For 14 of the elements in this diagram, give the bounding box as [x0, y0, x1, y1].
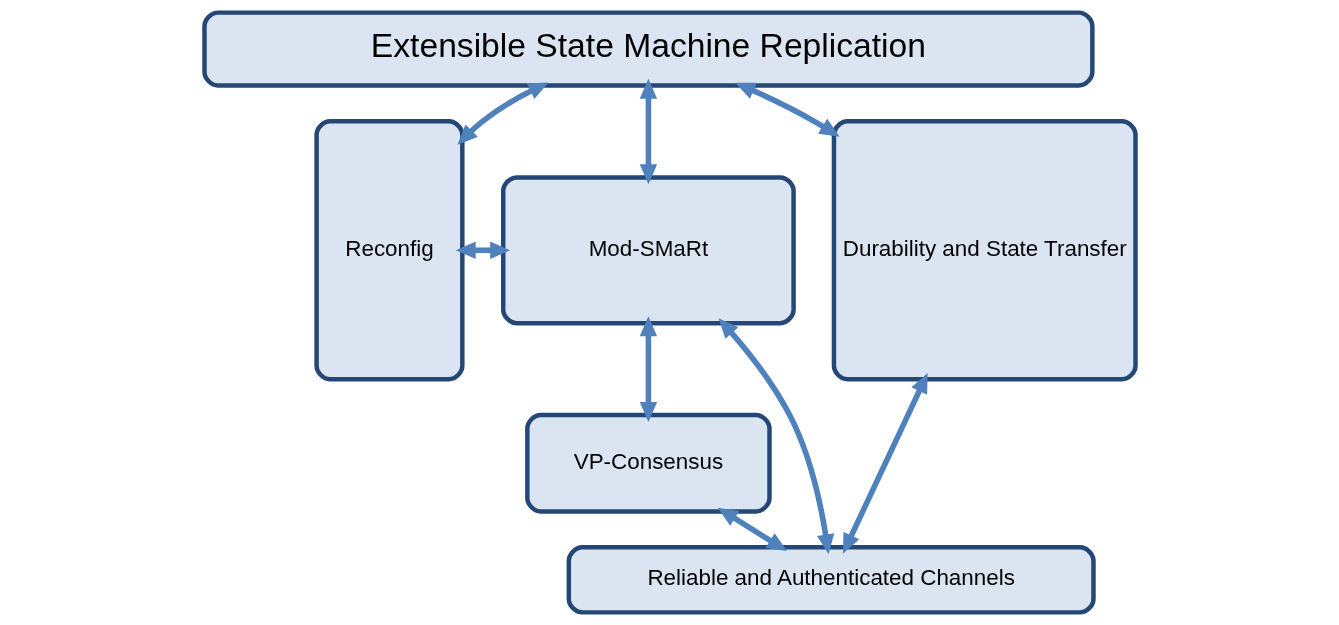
arrow [639, 78, 657, 185]
arrow [842, 373, 928, 554]
arrow [456, 82, 549, 145]
node-box: Reliable and Authenticated Channels [566, 545, 1096, 615]
arrow [717, 507, 787, 552]
arrow [639, 316, 657, 422]
node-box: VP-Consensus [524, 412, 772, 514]
arrow [455, 241, 510, 259]
node-box: Reconfig [313, 119, 465, 382]
node-box: Mod-SMaRt [500, 175, 796, 326]
arrow [718, 318, 834, 555]
node-box: Extensible State Machine Replication [201, 10, 1095, 88]
node-box: Durability and State Transfer [831, 119, 1138, 382]
arrow [734, 82, 840, 137]
